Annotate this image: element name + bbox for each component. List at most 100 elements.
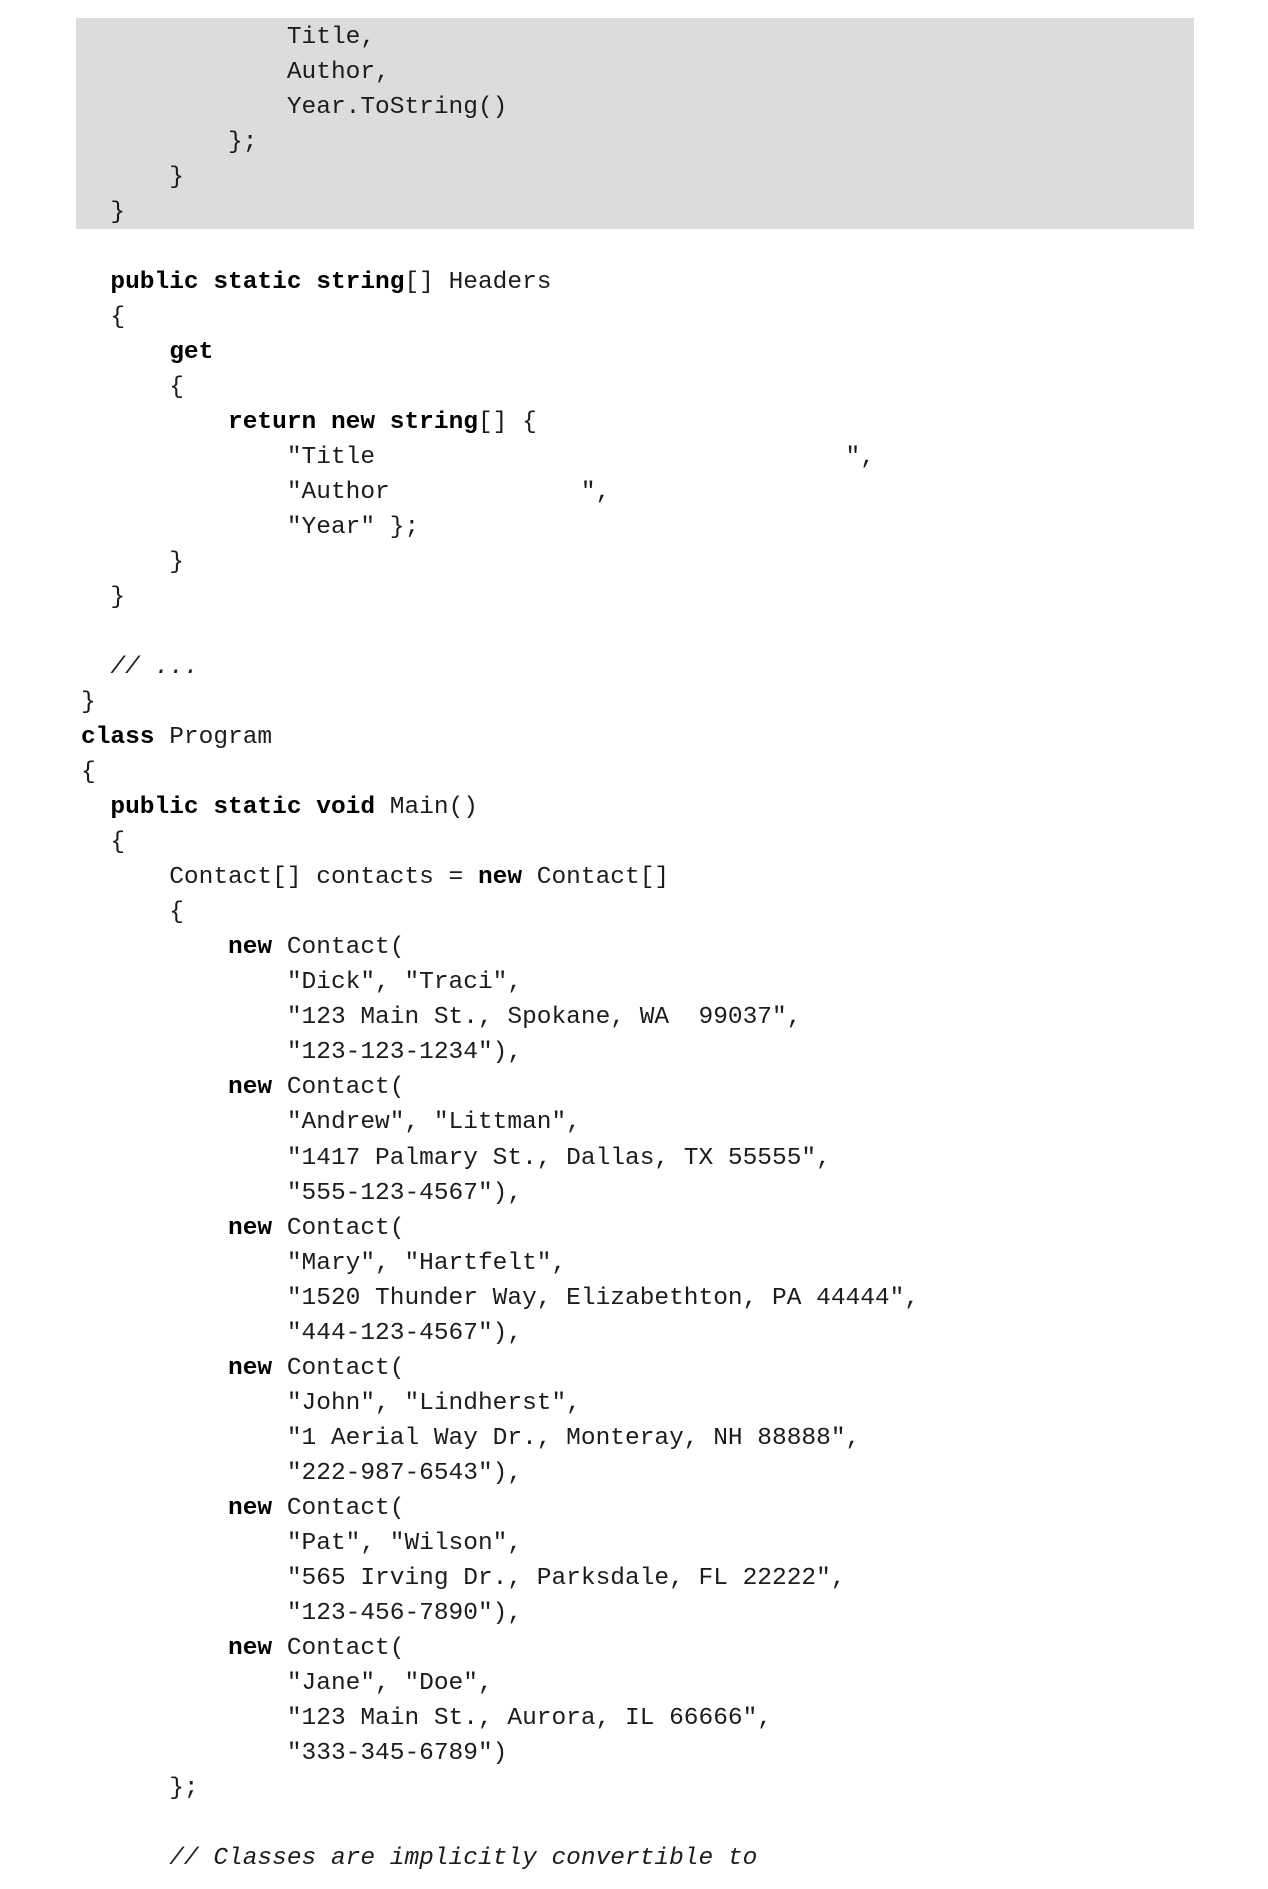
code-line: "333-345-6789") [81,1736,919,1771]
code-line: // ... [81,650,919,685]
code-keyword: public static string [110,269,405,297]
code-text: } [81,164,184,192]
code-comment: // ... [81,654,199,682]
code-keyword: new [477,864,523,892]
code-text: "Author ", [81,479,611,507]
code-line [81,1806,919,1841]
code-line: "123-456-7890"), [81,1596,919,1631]
code-text: { [81,829,126,857]
code-line: // Classes are implicitly convertible to [81,1841,919,1876]
code-line: "1417 Palmary St., Dallas, TX 55555", [81,1141,919,1176]
code-text: Contact[] contacts = [81,864,478,892]
code-line: "Author ", [81,475,919,510]
code-text [81,269,110,296]
code-line: public static string[] Headers [81,265,919,300]
code-text: "1520 Thunder Way, Elizabethton, PA 4444… [81,1284,920,1312]
code-keyword: class [81,724,155,752]
code-text: } [81,584,126,612]
code-line: "Pat", "Wilson", [81,1526,919,1561]
code-comment: // Classes are implicitly convertible to [81,1844,758,1872]
code-line: class Program [81,720,919,755]
code-line: Title, [81,20,919,55]
code-line: Year.ToString() [81,90,919,125]
code-text: Contact( [272,1074,405,1102]
code-line: new Contact( [81,1070,919,1105]
code-text: } [81,549,184,577]
code-text [81,1074,228,1101]
code-line: "Jane", "Doe", [81,1666,919,1701]
code-line: new Contact( [81,1631,919,1666]
code-line: { [81,370,919,405]
code-line [81,230,919,265]
code-text: { [81,374,184,402]
code-text: { [81,759,96,787]
code-text: Contact( [272,1354,405,1382]
code-line: "1 Aerial Way Dr., Monteray, NH 88888", [81,1421,919,1456]
code-text: "222-987-6543"), [81,1459,523,1487]
code-line: } [81,160,919,195]
code-line: new Contact( [81,930,919,965]
code-keyword: new [228,934,273,962]
code-line: public static void Main() [81,790,919,825]
code-line: "Year" }; [81,510,919,545]
code-text: "Andrew", "Littman", [81,1109,581,1137]
code-line: new Contact( [81,1211,919,1246]
code-text: "123 Main St., Spokane, WA 99037", [81,1004,802,1032]
code-text [81,1495,228,1522]
code-text: Program [154,724,273,752]
code-text: "555-123-4567"), [81,1179,523,1207]
code-line: "123 Main St., Spokane, WA 99037", [81,1000,919,1035]
code-text: Contact( [272,1634,405,1662]
code-text: [] { [477,409,537,437]
code-line: }; [81,125,919,160]
code-keyword: public static void [110,794,376,822]
code-text [81,339,169,366]
code-keyword: return new string [228,409,478,437]
code-line: "Mary", "Hartfelt", [81,1246,919,1281]
code-line: } [81,580,919,615]
code-line: new Contact( [81,1351,919,1386]
code-line: "222-987-6543"), [81,1456,919,1491]
code-line: "Dick", "Traci", [81,965,919,1000]
code-keyword: new [228,1354,273,1382]
code-text: Contact( [272,1494,405,1522]
code-line: } [81,195,919,230]
code-text: Year.ToString() [81,94,508,122]
code-text: "444-123-4567"), [81,1319,523,1347]
code-text: Contact[] [522,864,670,892]
code-text: "333-345-6789") [81,1739,508,1767]
code-text: "123-456-7890"), [81,1599,523,1627]
code-text: }; [81,129,258,157]
code-text [81,1215,228,1242]
code-text: "Mary", "Hartfelt", [81,1249,567,1277]
code-line: "Title ", [81,440,919,475]
code-text: } [81,689,96,717]
code-text: "Dick", "Traci", [81,969,523,997]
code-line: { [81,755,919,790]
code-keyword: new [228,1634,273,1662]
code-keyword: new [228,1494,273,1522]
code-text: "1 Aerial Way Dr., Monteray, NH 88888", [81,1424,861,1452]
code-line: new Contact( [81,1491,919,1526]
code-line: }; [81,1771,919,1806]
code-text: { [81,304,126,332]
code-line: "John", "Lindherst", [81,1386,919,1421]
code-line: } [81,545,919,580]
code-keyword: get [169,339,214,367]
code-text: Main() [375,794,478,822]
code-text: "Title ", [81,444,875,472]
code-text: "123-123-1234"), [81,1039,523,1067]
code-text: "Year" }; [81,514,420,542]
code-text: "Jane", "Doe", [81,1669,493,1697]
code-text [81,1355,228,1382]
code-line: "Andrew", "Littman", [81,1105,919,1140]
code-text: } [81,199,126,227]
code-line: return new string[] { [81,405,919,440]
code-line: } [81,685,919,720]
code-line: { [81,825,919,860]
code-line: Author, [81,55,919,90]
code-line: "565 Irving Dr., Parksdale, FL 22222", [81,1561,919,1596]
code-text [81,934,228,961]
highlighted-code-region [76,18,1194,229]
code-text: "565 Irving Dr., Parksdale, FL 22222", [81,1564,846,1592]
